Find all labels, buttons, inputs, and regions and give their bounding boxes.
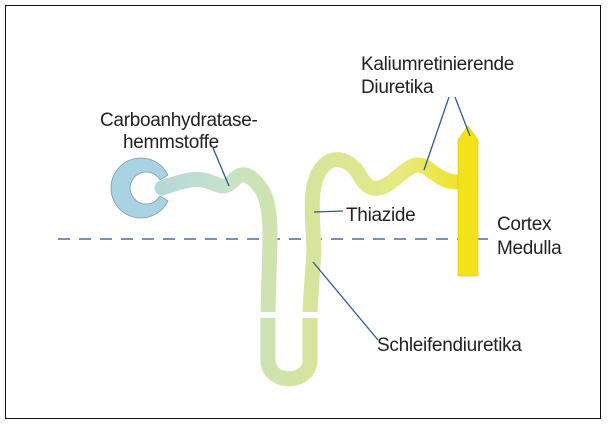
pointer-kalium-2 [455, 97, 470, 136]
label-carboanhydratase-1: Carboanhydratase- [100, 110, 258, 131]
label-kalium-2: Diuretika [361, 77, 434, 98]
label-cortex: Cortex [497, 214, 552, 235]
label-schleifendiuretika: Schleifendiuretika [377, 335, 522, 356]
label-thiazide: Thiazide [346, 205, 415, 226]
collecting-duct [458, 126, 478, 276]
pointer-kalium-1 [424, 97, 449, 170]
label-kalium-1: Kaliumretinierende [361, 54, 514, 75]
label-medulla: Medulla [497, 238, 562, 259]
pointer-schleifen [313, 262, 378, 340]
label-carboanhydratase-2: hemmstoffe [123, 132, 219, 153]
loop-gap-ascending [300, 312, 320, 318]
loop-gap-descending [258, 312, 278, 318]
